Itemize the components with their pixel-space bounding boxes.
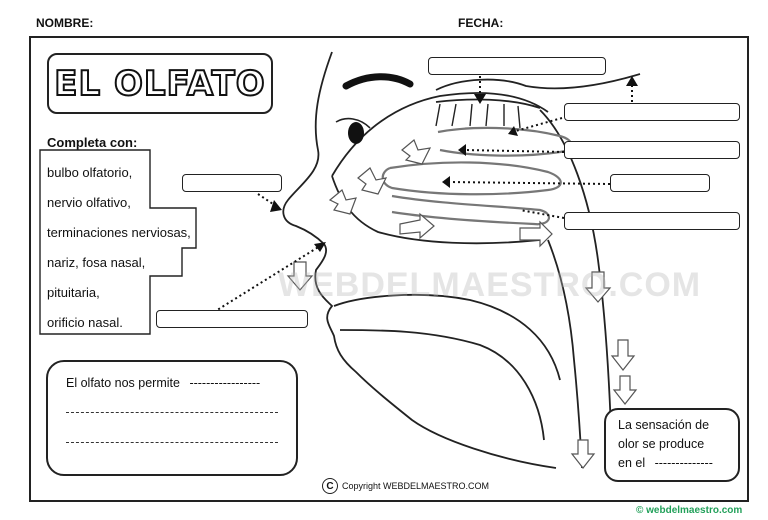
answer-blank-nose[interactable]: [182, 174, 282, 192]
sensation-box: La sensación de olor se produce en el --…: [604, 408, 740, 482]
page-title: EL OLFATO: [53, 63, 266, 105]
answer-blank-bulb[interactable]: [428, 57, 606, 75]
word-bank-item: orificio nasal.: [47, 315, 123, 330]
answer-blank-nostril[interactable]: [156, 310, 308, 328]
copyright-text: Copyright WEBDELMAESTRO.COM: [342, 481, 490, 491]
word-bank-item: terminaciones nerviosas,: [47, 225, 191, 240]
answer-blank-nerve[interactable]: [564, 103, 740, 121]
sensation-blank[interactable]: --------------: [654, 456, 713, 470]
word-bank-item: nervio olfativo,: [47, 195, 131, 210]
title-box: EL OLFATO: [47, 53, 273, 114]
word-bank-item: bulbo olfatorio,: [47, 165, 133, 180]
copyright-icon: C: [322, 478, 338, 494]
name-label: NOMBRE:: [36, 16, 94, 30]
sensation-text: olor se produce: [618, 437, 705, 451]
answer-line[interactable]: [66, 412, 278, 413]
sensation-text: La sensación de: [618, 418, 710, 432]
word-bank-item: pituitaria,: [47, 285, 100, 300]
copyright: C Copyright WEBDELMAESTRO.COM: [322, 478, 489, 494]
answer-blank-nasal-cavity[interactable]: [564, 212, 740, 230]
answer-blank-endings[interactable]: [564, 141, 740, 159]
site-credit: © webdelmaestro.com: [636, 505, 743, 516]
question-text: El olfato nos permite -----------------: [66, 376, 261, 390]
worksheet-frame: [29, 36, 749, 502]
answer-blank-pituitary[interactable]: [610, 174, 710, 192]
word-bank-item: nariz, fosa nasal,: [47, 255, 146, 270]
answer-line[interactable]: [66, 442, 278, 443]
question-blank[interactable]: -----------------: [189, 376, 261, 390]
date-label: FECHA:: [458, 16, 504, 30]
sensation-text: en el --------------: [618, 456, 713, 470]
question-box: El olfato nos permite -----------------: [46, 360, 298, 476]
word-bank-label: Completa con:: [47, 135, 138, 150]
watermark-text: WEBDELMAESTRO.COM: [278, 266, 702, 304]
